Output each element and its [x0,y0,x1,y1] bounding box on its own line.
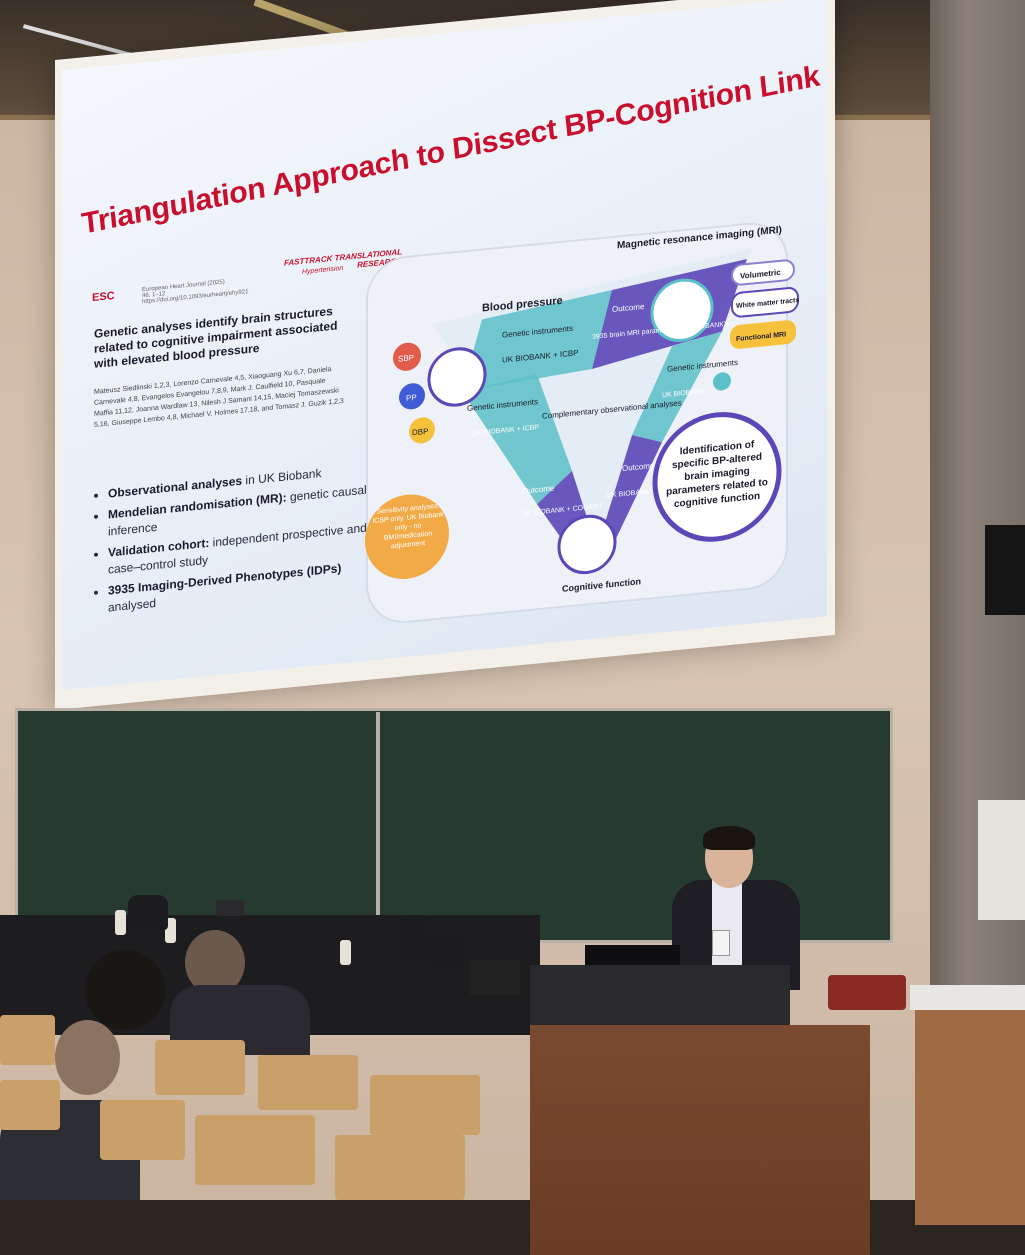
water-bottle [165,918,176,943]
brain-mri-icon [650,278,714,342]
left-band [462,374,572,505]
presentation-slide: Triangulation Approach to Dissect BP-Cog… [62,0,827,691]
chair [128,895,168,930]
water-bottle [115,910,126,935]
outcome-top-label: Outcome [612,302,645,314]
pp-label: PP [406,393,417,403]
sensitivity-text: Sensitivity analyses: ICBP only, UK Biob… [372,502,444,551]
triangulation-diagram: Blood pressure Magnetic resonance imagin… [365,222,799,623]
sbp-circle [393,342,421,371]
water-bottle [340,940,351,965]
paper-title: Genetic analyses identify brain structur… [94,303,338,371]
right-bottom-band [597,435,662,549]
bp-measurement-icon [427,347,487,407]
wooden-chair [370,1075,480,1135]
functional-pill [730,320,796,349]
functional-label: Functional MRI [736,331,786,343]
audience-member [185,930,245,995]
sink-counter [910,985,1025,1010]
sbp-label: SBP [398,353,414,364]
identification-text: Identification of specific BP-altered br… [666,439,768,511]
volumetric-pill [731,259,795,286]
chair [397,915,431,960]
paper-towel-dispenser [978,800,1025,920]
red-chair [828,975,906,1010]
bullet-list: Observational analyses in UK Biobank Men… [94,461,368,622]
genetic-right-source: UK BIOBANK [662,388,705,399]
esc-logo: ESC [92,289,115,305]
audience-member [85,950,165,1030]
outcome-right-label: Outcome [622,461,655,473]
wooden-chair [100,1100,185,1160]
pp-circle [399,383,425,410]
wooden-chair [335,1135,465,1200]
wooden-chair [0,1080,60,1130]
wooden-chair [155,1040,245,1095]
wooden-chair [0,1015,55,1065]
dbp-circle [409,417,435,444]
lightbulb-icon [713,372,731,391]
laptop [470,960,520,995]
speaker-badge [712,930,730,956]
wall-speaker [985,525,1025,615]
audience-member [55,1020,120,1095]
sink-cabinet [915,1010,1025,1225]
cognition-brain-icon [557,514,617,575]
top-left-band [462,290,612,392]
podium [530,1025,870,1255]
identification-circle [652,412,782,542]
dbp-label: DBP [412,427,428,438]
sensitivity-circle [365,494,449,579]
speaker-shirt [712,880,742,970]
journal-citation: European Heart Journal (2025) 46, 1–12 h… [142,279,249,306]
phone [216,900,244,916]
chalkboard-divider [376,712,380,937]
wooden-chair [195,1115,315,1185]
paper-authors: Mateusz Siedlinski 1,2,3, Lorenzo Carnev… [94,366,344,429]
white-matter-pill [731,287,799,318]
volumetric-label: Volumetric [740,268,781,281]
speaker-hair [703,826,755,850]
identification-text-box: Identification of specific BP-altered br… [666,439,768,511]
chair [428,932,464,972]
sensitivity-text-box: Sensitivity analyses: ICBP only, UK Biob… [372,502,444,551]
outcome-left-label: Outcome [522,484,555,496]
wooden-chair [258,1055,358,1110]
right-band [632,331,722,443]
